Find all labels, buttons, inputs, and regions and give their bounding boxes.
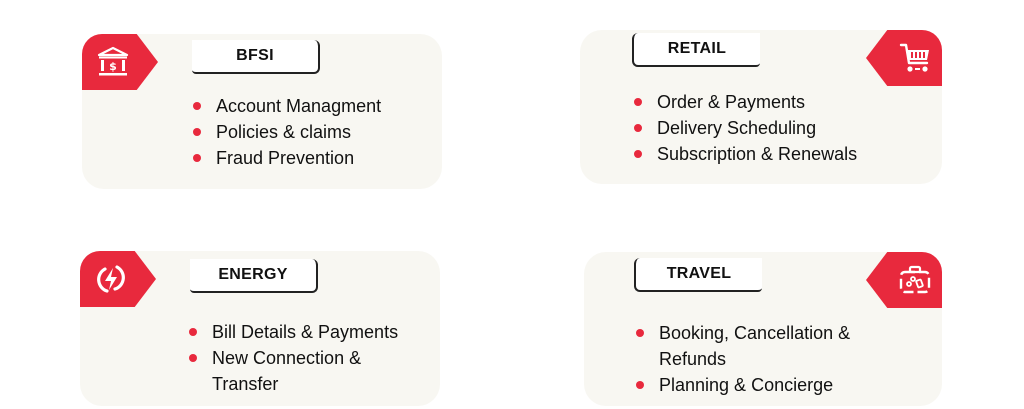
card-title: TRAVEL bbox=[634, 258, 762, 292]
bullet-dot bbox=[189, 328, 197, 336]
bullet-dot bbox=[636, 329, 644, 337]
card-title: RETAIL bbox=[632, 33, 760, 67]
list-item: Fraud Prevention bbox=[190, 145, 381, 171]
list-item: Planning & Concierge bbox=[633, 372, 883, 398]
bullet-dot bbox=[636, 381, 644, 389]
list-item-text: Delivery Scheduling bbox=[657, 118, 817, 138]
bullet-dot bbox=[193, 102, 201, 110]
card-bfsi: $ BFSI Account Managment Policies & clai… bbox=[82, 34, 442, 189]
list-item: Booking, Cancellation & Refunds bbox=[633, 320, 883, 372]
bullet-dot bbox=[193, 128, 201, 136]
list-item-text: Fraud Prevention bbox=[216, 148, 355, 168]
card-travel: TRAVEL Booking, Cancellation & Refunds P… bbox=[584, 252, 942, 406]
shopping-cart-icon bbox=[899, 43, 929, 72]
bullet-dot bbox=[193, 154, 201, 162]
list-item: Subscription & Renewals bbox=[631, 141, 857, 167]
bfsi-tag: $ bbox=[82, 34, 158, 90]
list-item-text: Bill Details & Payments bbox=[212, 322, 399, 342]
svg-text:$: $ bbox=[109, 60, 117, 73]
list-item-text: Planning & Concierge bbox=[659, 375, 834, 395]
bullet-dot bbox=[634, 98, 642, 106]
card-energy: ENERGY Bill Details & Payments New Conne… bbox=[80, 251, 440, 406]
card-title: BFSI bbox=[192, 40, 320, 74]
bullet-dot bbox=[634, 124, 642, 132]
retail-tag bbox=[866, 30, 942, 86]
feature-list: Account Managment Policies & claims Frau… bbox=[190, 93, 381, 171]
card-retail: RETAIL Order & Payments Delivery Schedul… bbox=[580, 30, 942, 184]
list-item-text: Order & Payments bbox=[657, 92, 806, 112]
list-item: Delivery Scheduling bbox=[631, 115, 857, 141]
bullet-dot bbox=[634, 150, 642, 158]
list-item-text: Policies & claims bbox=[216, 122, 352, 142]
list-item-text: New Connection & Transfer bbox=[212, 348, 362, 394]
energy-bolt-icon bbox=[97, 265, 125, 293]
travel-tag bbox=[866, 252, 942, 308]
list-item-text: Account Managment bbox=[216, 96, 382, 116]
feature-list: Order & Payments Delivery Scheduling Sub… bbox=[631, 89, 857, 167]
list-item: Account Managment bbox=[190, 93, 381, 119]
bullet-dot bbox=[189, 354, 197, 362]
list-item-text: Subscription & Renewals bbox=[657, 144, 858, 164]
bank-icon: $ bbox=[97, 46, 129, 76]
list-item: Order & Payments bbox=[631, 89, 857, 115]
energy-tag bbox=[80, 251, 156, 307]
list-item: Bill Details & Payments bbox=[186, 319, 426, 345]
feature-list: Bill Details & Payments New Connection &… bbox=[186, 319, 426, 397]
feature-list: Booking, Cancellation & Refunds Planning… bbox=[633, 320, 883, 398]
card-title: ENERGY bbox=[190, 259, 318, 293]
suitcase-icon bbox=[899, 265, 931, 294]
list-item-text: Booking, Cancellation & Refunds bbox=[659, 323, 851, 369]
list-item: Policies & claims bbox=[190, 119, 381, 145]
list-item: New Connection & Transfer bbox=[186, 345, 426, 397]
